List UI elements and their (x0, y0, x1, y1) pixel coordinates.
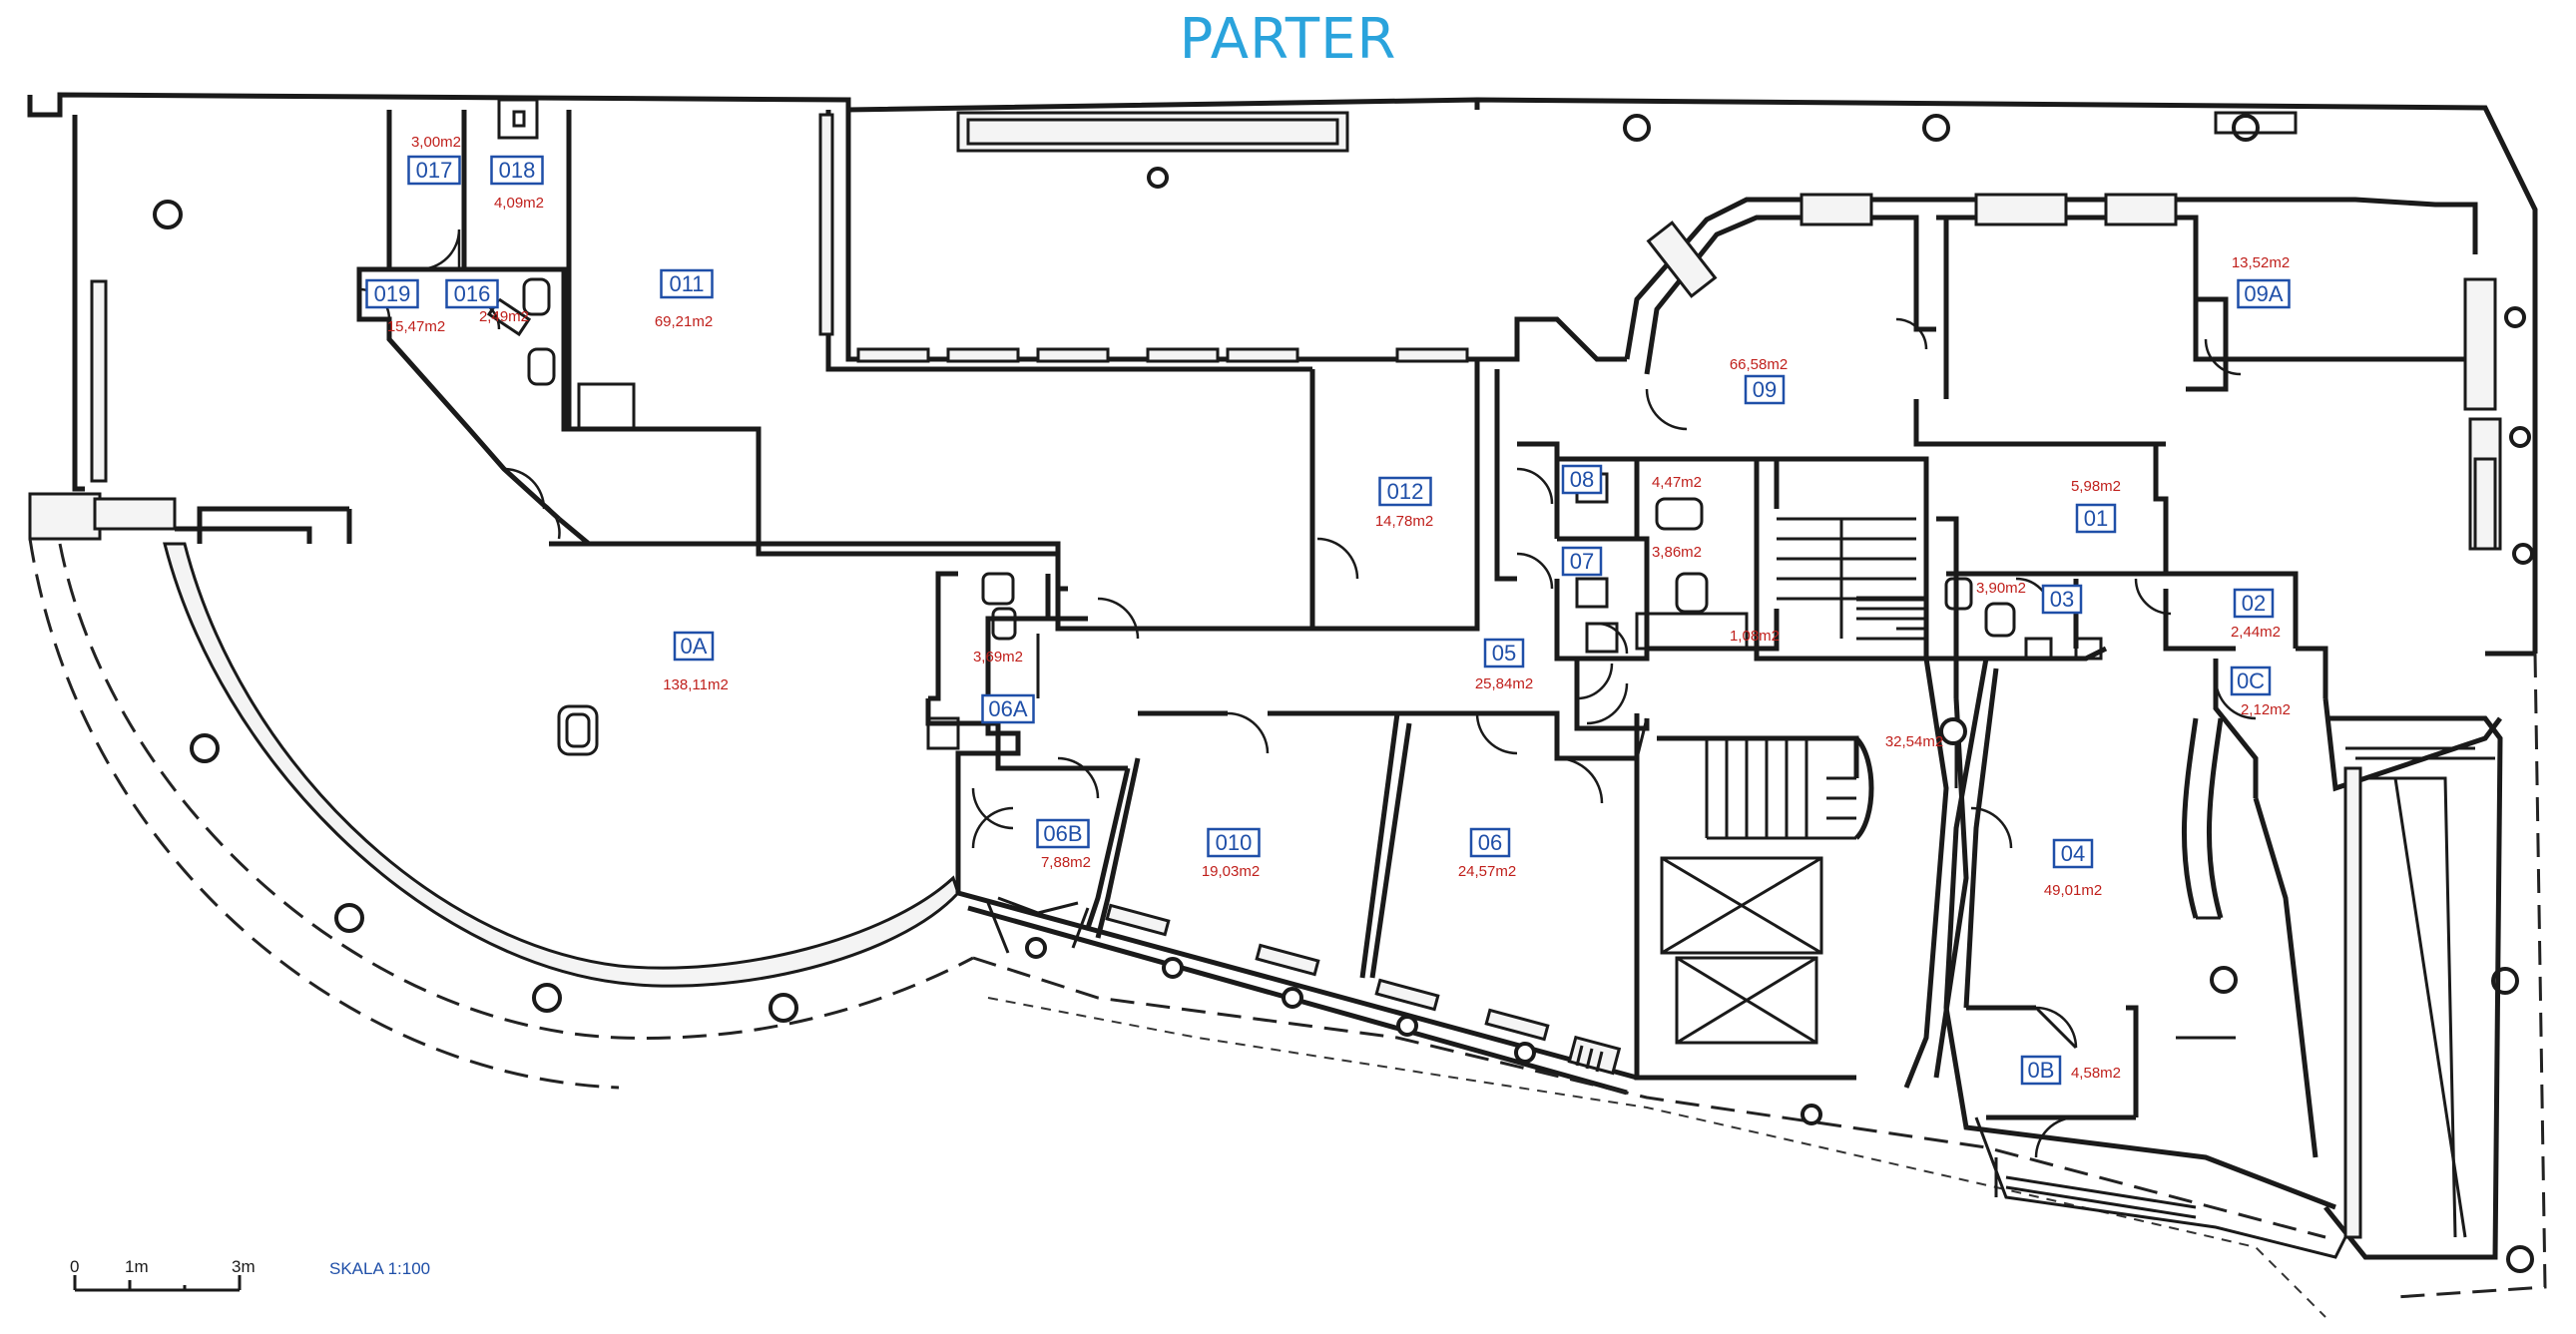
room-id-box-04 (2052, 838, 2094, 869)
room-area-04: 49,01m2 (2044, 882, 2102, 899)
room-id-09: 09 (1753, 377, 1777, 402)
lower-facade (957, 890, 2347, 1318)
room-id-010: 010 (1216, 830, 1253, 855)
room-0b (1966, 1005, 2139, 1158)
room-id-06b: 06B (1043, 821, 1082, 846)
scale-label: SKALA 1:100 (329, 1259, 430, 1278)
room-id-box-010 (1207, 827, 1261, 858)
room-id-box-07 (1561, 546, 1603, 577)
scale-bar: 0 1m 3m SKALA 1:100 (70, 1257, 430, 1292)
room-area-012: 14,78m2 (1375, 513, 1433, 530)
room-area-0c: 2,12m2 (2241, 701, 2291, 718)
room-id-0a: 0A (681, 634, 708, 659)
room-id-016: 016 (454, 281, 491, 306)
room-id-011: 011 (669, 271, 704, 296)
room-id-012: 012 (1387, 479, 1424, 504)
room-id-box-018 (490, 155, 544, 186)
room-id-018: 018 (499, 158, 536, 183)
plan-title: PARTER (1179, 7, 1397, 72)
rooms-01-03 (1936, 441, 2502, 798)
room-id-box-017 (407, 155, 461, 186)
room-012 (1055, 359, 1480, 640)
room-id-06a: 06A (988, 696, 1027, 721)
curved-hall (28, 200, 1088, 1090)
room-id-09a: 09A (2244, 281, 2283, 306)
room-id-03: 03 (2050, 587, 2074, 612)
corridor-05 (1477, 316, 1929, 804)
room-area-unlabeled-15: 32,54m2 (1885, 733, 1943, 750)
room-id-07: 07 (1570, 549, 1594, 574)
room-04 (1939, 658, 2534, 1273)
room-area-06: 24,57m2 (1458, 863, 1516, 880)
room-id-0b: 0B (2028, 1058, 2055, 1083)
room-id-box-02 (2233, 588, 2275, 619)
room-area-06b: 7,88m2 (1041, 854, 1091, 871)
stair-upper (1777, 517, 1926, 641)
room-09a (2186, 277, 2534, 565)
room-area-unlabeled-14: 1,08m2 (1730, 628, 1780, 645)
room-area-07: 3,86m2 (1652, 544, 1702, 561)
room-id-box-019 (365, 278, 419, 309)
room-id-box-06a (981, 693, 1035, 724)
room-id-01: 01 (2084, 506, 2108, 531)
room-area-016: 2,49m2 (479, 308, 529, 325)
room-id-box-09 (1744, 374, 1786, 405)
room-area-08: 4,47m2 (1652, 474, 1702, 491)
room-id-box-06b (1036, 818, 1090, 849)
room-id-box-016 (445, 278, 499, 309)
scale-tick-3m: 3m (232, 1257, 256, 1276)
room-id-box-05 (1483, 638, 1525, 668)
room-id-06: 06 (1478, 830, 1502, 855)
room-area-019: 15,47m2 (387, 318, 445, 335)
room-id-019: 019 (374, 281, 411, 306)
room-area-05: 25,84m2 (1475, 675, 1533, 692)
room-id-box-08 (1561, 464, 1603, 495)
room-id-017: 017 (416, 158, 453, 183)
central-core (1634, 718, 1874, 1081)
room-area-017: 3,00m2 (411, 134, 461, 151)
room-area-0b: 4,58m2 (2071, 1065, 2121, 1082)
room-id-05: 05 (1492, 641, 1516, 666)
room-area-010: 19,03m2 (1202, 863, 1260, 880)
room-id-box-09a (2237, 278, 2291, 309)
room-area-09a: 13,52m2 (2232, 254, 2290, 271)
room-id-box-0a (673, 631, 715, 662)
lower-rooms (926, 572, 1640, 1078)
room-09 (1623, 111, 2478, 447)
room-area-01: 5,98m2 (2071, 478, 2121, 495)
room-area-02: 2,44m2 (2231, 624, 2281, 641)
right-ramp (2323, 653, 2547, 1299)
room-area-018: 4,09m2 (494, 195, 544, 212)
upper-left-rooms (356, 98, 1058, 557)
room-id-box-01 (2075, 503, 2117, 534)
room-id-box-012 (1378, 476, 1432, 507)
room-id-box-03 (2041, 584, 2083, 615)
room-id-box-0c (2230, 666, 2272, 696)
room-id-02: 02 (2242, 591, 2266, 616)
room-id-08: 08 (1570, 467, 1594, 492)
room-labels: 0173,00m20184,09m201915,47m20162,49m2011… (365, 134, 2291, 1086)
room-id-box-0b (2020, 1055, 2062, 1086)
room-id-04: 04 (2061, 841, 2085, 866)
scale-tick-0: 0 (70, 1257, 79, 1276)
room-area-0a: 138,11m2 (663, 676, 729, 693)
room-id-box-011 (660, 268, 714, 299)
room-011 (818, 110, 1477, 372)
room-id-box-06 (1469, 827, 1511, 858)
outer-walls (27, 92, 2538, 657)
room-id-0c: 0C (2237, 668, 2265, 693)
room-area-06a: 3,69m2 (973, 649, 1023, 666)
room-area-09: 66,58m2 (1730, 356, 1788, 373)
room-area-011: 69,21m2 (655, 313, 713, 330)
scale-tick-1m: 1m (125, 1257, 149, 1276)
room-area-03: 3,90m2 (1976, 580, 2026, 597)
